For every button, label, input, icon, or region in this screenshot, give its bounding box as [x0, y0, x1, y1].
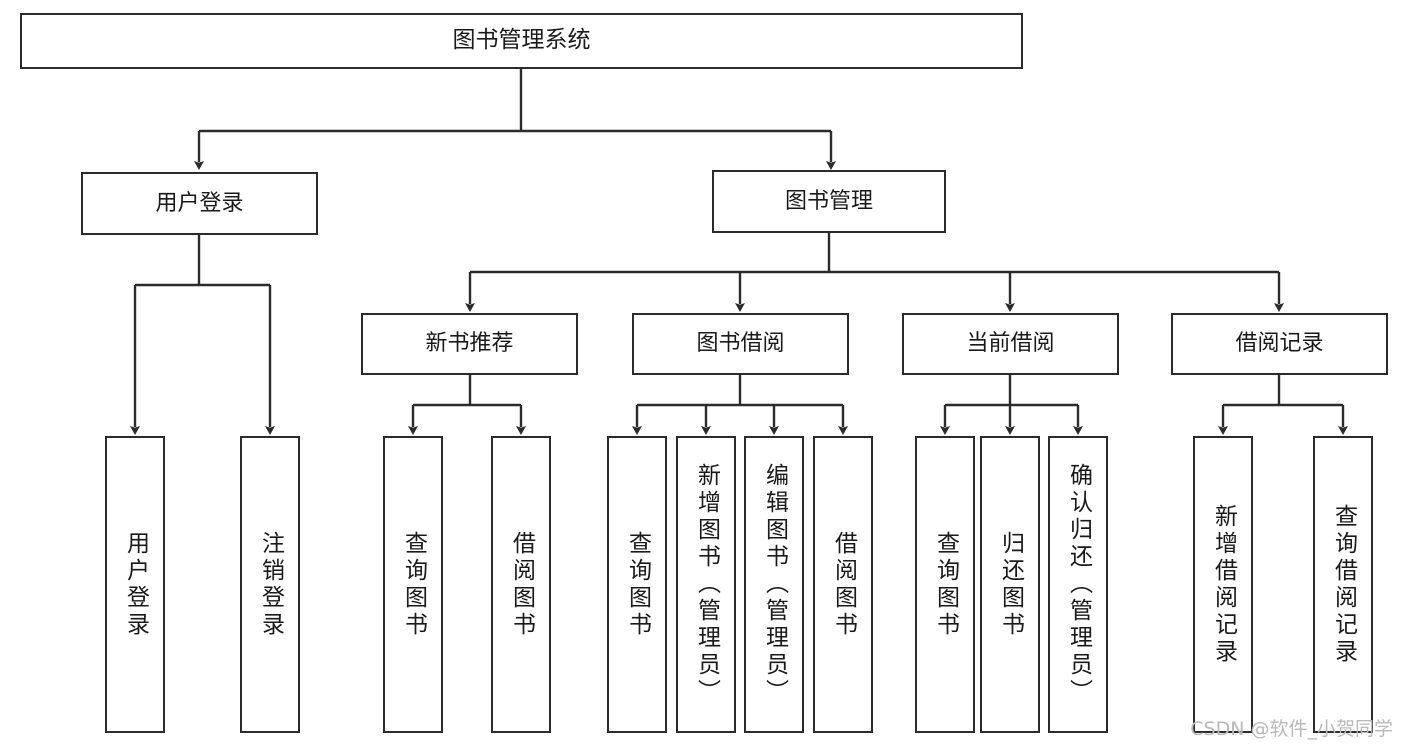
node-borrow-record[interactable]: 借阅记录 — [1171, 313, 1388, 375]
node-leaf-confirm-return-label: 确认归还（管理员） — [1065, 463, 1092, 706]
node-leaf-query-book-1[interactable]: 查询图书 — [383, 436, 443, 733]
node-root[interactable]: 图书管理系统 — [20, 13, 1023, 69]
node-root-label: 图书管理系统 — [452, 27, 591, 54]
node-leaf-query-book-3[interactable]: 查询图书 — [915, 436, 975, 733]
node-leaf-user-login-label: 用户登录 — [122, 530, 149, 639]
node-user-login-label: 用户登录 — [155, 190, 244, 216]
node-leaf-borrow-book-2[interactable]: 借阅图书 — [813, 436, 873, 733]
node-current-borrow[interactable]: 当前借阅 — [902, 313, 1119, 375]
node-leaf-query-book-2[interactable]: 查询图书 — [607, 436, 667, 733]
node-book-manage[interactable]: 图书管理 — [712, 170, 946, 233]
node-leaf-add-record[interactable]: 新增借阅记录 — [1193, 436, 1253, 733]
node-leaf-borrow-book-1[interactable]: 借阅图书 — [491, 436, 551, 733]
node-leaf-user-logout-label: 注销登录 — [257, 530, 284, 639]
node-leaf-query-record-label: 查询借阅记录 — [1330, 503, 1357, 666]
node-leaf-borrow-book-2-label: 借阅图书 — [830, 530, 857, 639]
node-leaf-return-book-label: 归还图书 — [997, 530, 1024, 639]
node-leaf-borrow-book-1-label: 借阅图书 — [508, 530, 535, 639]
node-book-borrow-label: 图书借阅 — [696, 331, 785, 357]
node-leaf-add-record-label: 新增借阅记录 — [1210, 503, 1237, 666]
node-user-login[interactable]: 用户登录 — [81, 172, 318, 235]
node-book-manage-label: 图书管理 — [784, 188, 873, 214]
node-leaf-edit-book[interactable]: 编辑图书（管理员） — [744, 436, 804, 733]
node-leaf-add-book[interactable]: 新增图书（管理员） — [676, 436, 736, 733]
node-leaf-query-book-2-label: 查询图书 — [624, 530, 651, 639]
node-leaf-user-login[interactable]: 用户登录 — [105, 436, 165, 733]
node-leaf-user-logout[interactable]: 注销登录 — [240, 436, 300, 733]
node-borrow-record-label: 借阅记录 — [1235, 331, 1324, 357]
node-new-book-recommend[interactable]: 新书推荐 — [361, 313, 578, 375]
node-leaf-query-record[interactable]: 查询借阅记录 — [1313, 436, 1373, 733]
node-leaf-return-book[interactable]: 归还图书 — [980, 436, 1040, 733]
node-leaf-query-book-3-label: 查询图书 — [932, 530, 959, 639]
node-leaf-query-book-1-label: 查询图书 — [400, 530, 427, 639]
node-leaf-edit-book-label: 编辑图书（管理员） — [761, 463, 788, 706]
node-book-borrow[interactable]: 图书借阅 — [632, 313, 849, 375]
node-leaf-add-book-label: 新增图书（管理员） — [693, 463, 720, 706]
node-leaf-confirm-return[interactable]: 确认归还（管理员） — [1048, 436, 1108, 733]
watermark-text: CSDN @软件_小贺同学 — [1190, 718, 1393, 740]
node-current-borrow-label: 当前借阅 — [966, 331, 1055, 357]
node-new-book-recommend-label: 新书推荐 — [425, 331, 514, 357]
